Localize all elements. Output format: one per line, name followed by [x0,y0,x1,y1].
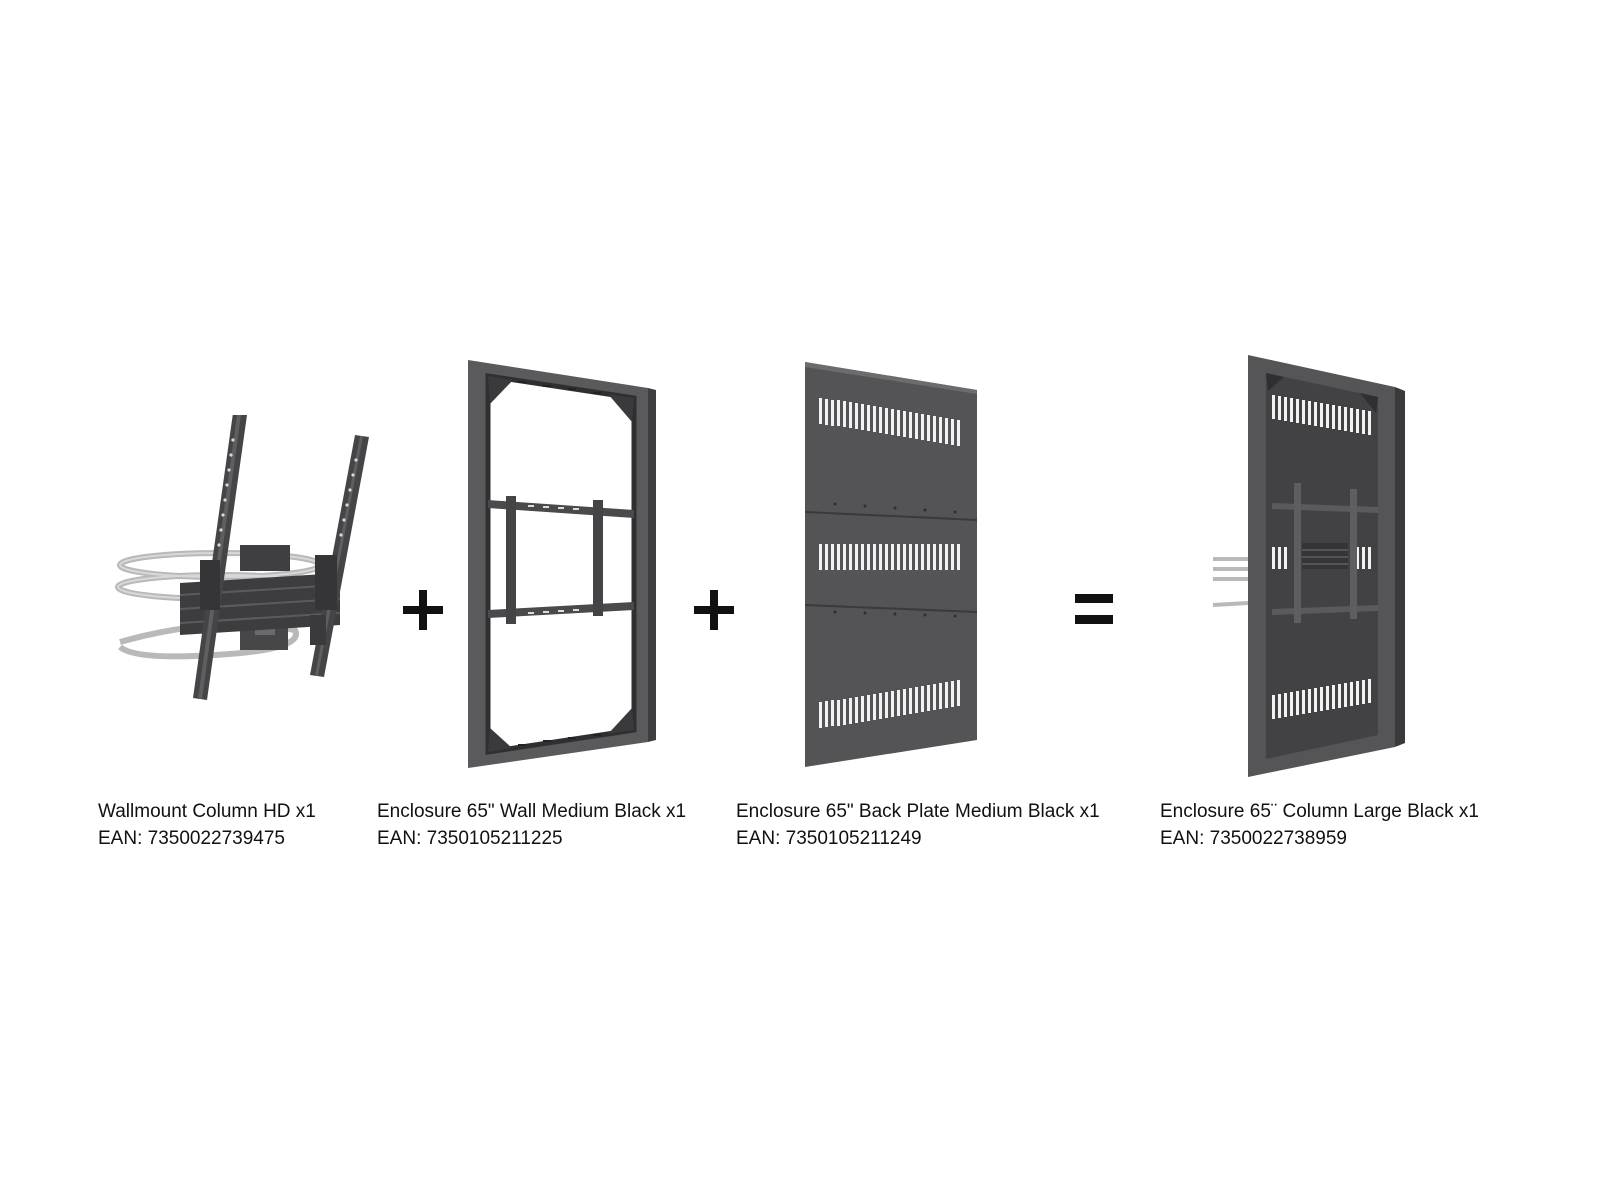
product-ean: EAN: 7350105211249 [736,828,922,849]
enclosure-back-plate-image [805,362,977,767]
product-name: Wallmount Column HD x1 [98,801,316,822]
wallmount-column-image [115,415,380,715]
product-caption-enclosure-wall: Enclosure 65" Wall Medium Black x1 EAN: … [377,798,686,852]
plus-sign [694,590,734,630]
plus-sign [403,590,443,630]
assembled-enclosure-column-image [1210,355,1405,777]
product-name: Enclosure 65" Wall Medium Black x1 [377,801,687,822]
equals-sign [1075,594,1113,624]
product-caption-enclosure-column: Enclosure 65¨ Column Large Black x1 EAN:… [1160,798,1479,852]
product-ean: EAN: 7350022739475 [98,828,285,849]
product-ean: EAN: 7350022738959 [1160,828,1347,849]
enclosure-wall-frame-image [468,360,656,770]
product-name: Enclosure 65¨ Column Large Black x1 [1160,801,1479,822]
product-caption-wallmount: Wallmount Column HD x1 EAN: 735002273947… [98,798,316,852]
product-caption-back-plate: Enclosure 65" Back Plate Medium Black x1… [736,798,1100,852]
product-name: Enclosure 65" Back Plate Medium Black x1 [736,801,1100,822]
product-ean: EAN: 7350105211225 [377,828,563,849]
